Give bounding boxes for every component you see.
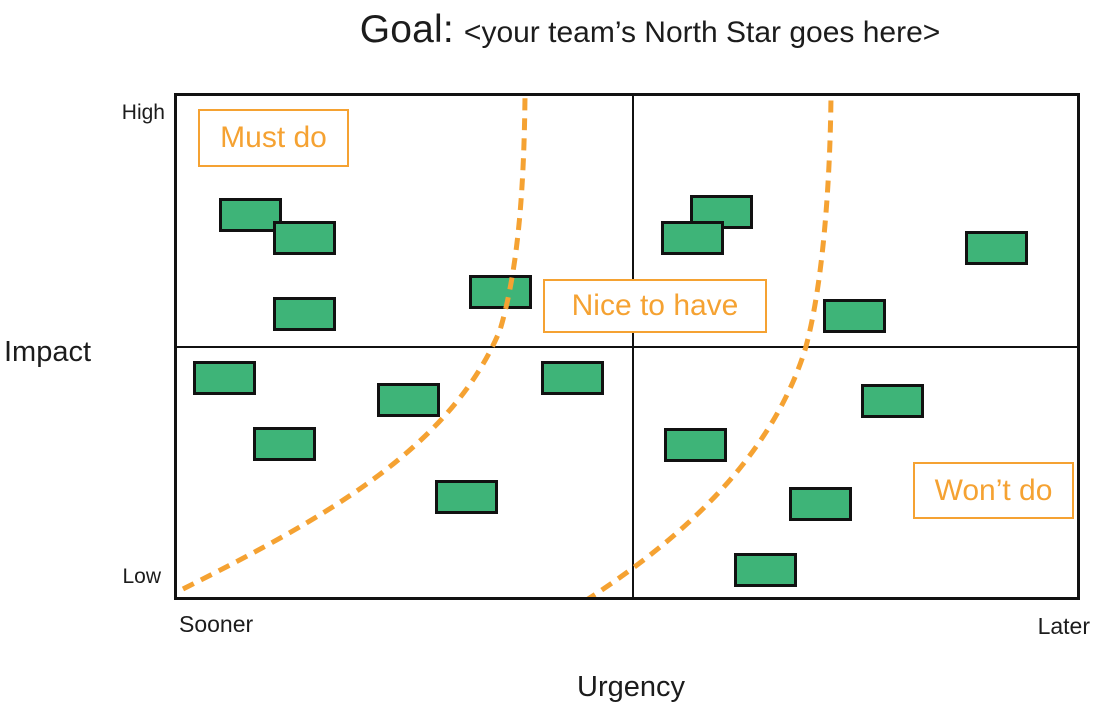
goal-placeholder-text: <your team’s North Star goes here> (463, 16, 941, 49)
sticky-note[interactable] (273, 297, 336, 331)
sticky-note[interactable] (661, 221, 724, 255)
x-axis-sooner-label: Sooner (179, 611, 254, 637)
sticky-note[interactable] (253, 427, 316, 461)
quadrant-label-must-do[interactable]: Must do (198, 109, 349, 167)
y-axis-title: Impact (4, 336, 92, 368)
quadrant-label-nice-to-have[interactable]: Nice to have (543, 279, 767, 333)
sticky-note[interactable] (273, 221, 336, 255)
goal-label: Goal: (359, 8, 454, 51)
matrix-frame: Must do Nice to have Won’t do (174, 93, 1080, 600)
sticky-note[interactable] (734, 553, 797, 587)
sticky-note[interactable] (541, 361, 604, 395)
sticky-note[interactable] (965, 231, 1028, 265)
sticky-note[interactable] (789, 487, 852, 521)
sticky-note[interactable] (435, 480, 498, 514)
y-axis-low-label: Low (122, 565, 161, 588)
sticky-note[interactable] (377, 383, 440, 417)
page-title: Goal: <your team’s North Star goes here> (360, 8, 941, 52)
sticky-note[interactable] (469, 275, 532, 309)
sticky-note[interactable] (861, 384, 924, 418)
sticky-note[interactable] (664, 428, 727, 462)
notes-layer (177, 96, 1077, 597)
y-axis-high-label: High (121, 101, 165, 124)
quadrant-label-wont-do[interactable]: Won’t do (913, 462, 1074, 519)
sticky-note[interactable] (823, 299, 886, 333)
x-axis-later-label: Later (1037, 613, 1090, 639)
sticky-note[interactable] (193, 361, 256, 395)
x-axis-title: Urgency (577, 671, 685, 703)
